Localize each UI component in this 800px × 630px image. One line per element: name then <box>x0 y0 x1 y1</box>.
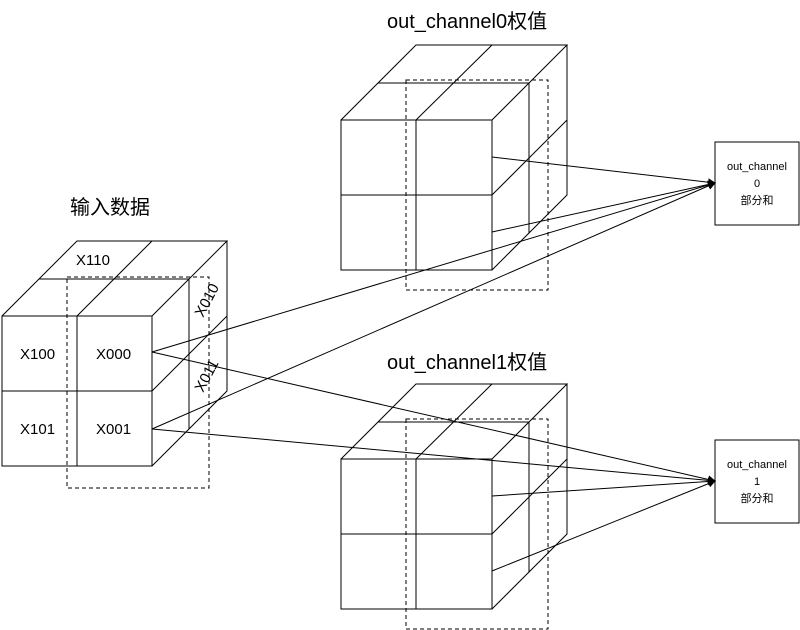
output0-line1: out_channel <box>727 161 787 173</box>
output1-line2: 1 <box>754 476 760 488</box>
input-cube <box>1 240 229 489</box>
label-x010: X010 <box>192 281 223 320</box>
weight1-right-face <box>491 384 568 610</box>
output0-line3: 部分和 <box>741 193 774 207</box>
weight-cube-0 <box>340 44 569 291</box>
label-x011: X011 <box>192 357 223 395</box>
label-x001: X001 <box>96 421 131 438</box>
output-box-0: out_channel 0 部分和 <box>714 141 800 226</box>
weight0-title: out_channel0权值 <box>387 10 547 33</box>
connections-to-output-1 <box>151 351 716 572</box>
label-x110: X110 <box>76 252 110 269</box>
input-title: 输入数据 <box>70 196 150 219</box>
output1-line1: out_channel <box>727 459 787 471</box>
weight0-dashed-window <box>405 79 549 291</box>
output1-line3: 部分和 <box>741 491 774 505</box>
label-x101: X101 <box>20 421 55 438</box>
output-box-1: out_channel 1 部分和 <box>714 439 800 524</box>
connections-to-output-0 <box>151 156 716 430</box>
input-right-face <box>151 241 228 467</box>
input-dashed-window <box>66 276 210 489</box>
label-x100: X100 <box>20 346 55 363</box>
label-x000: X000 <box>96 346 131 363</box>
weight1-title: out_channel1权值 <box>387 351 547 374</box>
weight1-dashed-window <box>405 418 549 630</box>
output0-line2: 0 <box>754 178 760 190</box>
weight0-right-face <box>491 45 568 271</box>
